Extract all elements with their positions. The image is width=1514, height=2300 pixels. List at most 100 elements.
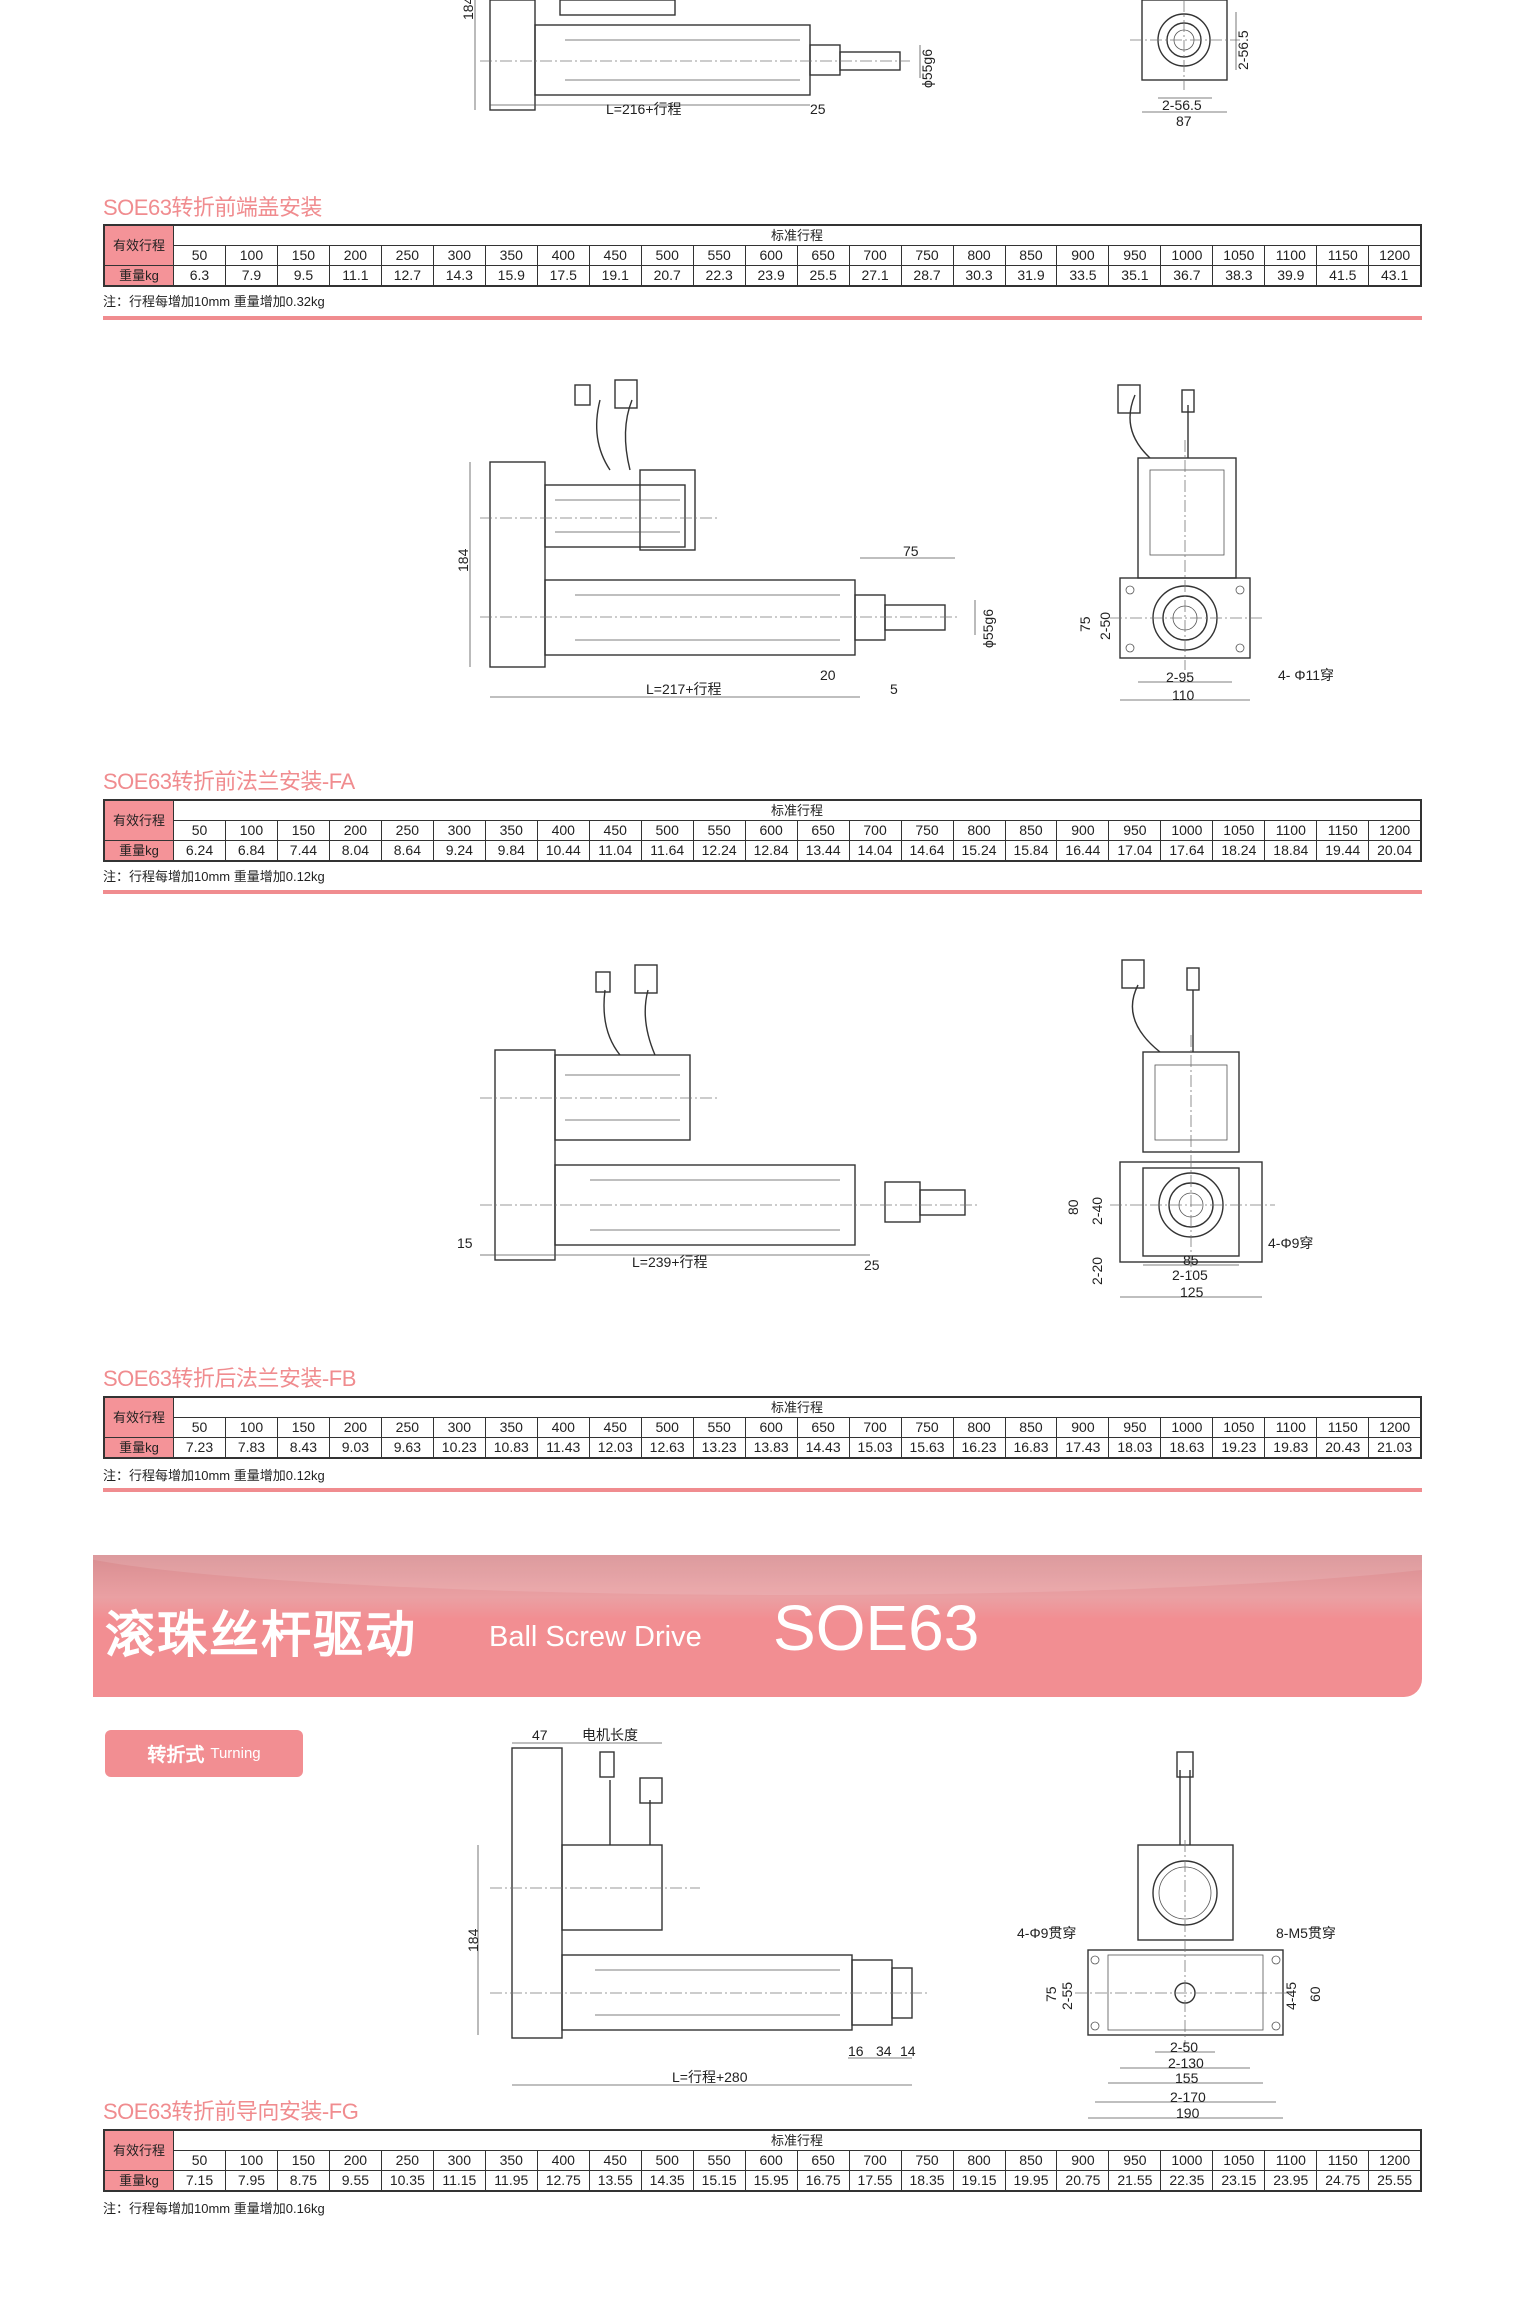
drawing-fa-side-view: 184 75 ϕ55g6 L=217+行程 20 5 [455,379,996,698]
weight-cell: 33.5 [1056,265,1110,287]
table-note: 注：行程每增加10mm 重量增加0.16kg [103,2201,325,2216]
stroke-cell: 950 [1108,245,1162,266]
stroke-cell: 750 [900,245,954,266]
weight-cell: 23.15 [1212,2170,1266,2192]
weight-cell: 16.23 [952,1437,1006,1459]
banner-title-cn: 滚珠丝杆驱动 [105,1607,417,1663]
stroke-cell: 600 [744,1417,798,1438]
dim-label: ϕ55g6 [919,49,935,88]
weight-cell: 20.75 [1056,2170,1110,2192]
stroke-cell: 300 [432,245,486,266]
divider [103,890,1422,894]
weight-cell: 19.15 [952,2170,1006,2192]
dim-label: ϕ55g6 [980,609,996,648]
dim-label: L=216+行程 [606,101,682,117]
stroke-cell: 700 [848,245,902,266]
header-standard-stroke: 标准行程 [173,799,1422,821]
stroke-cell: 750 [900,2150,954,2171]
dim-label: 80 [1065,1199,1081,1215]
stroke-cell: 200 [328,820,382,841]
weight-cell: 17.04 [1108,840,1162,862]
stroke-cell: 1000 [1160,820,1214,841]
stroke-cell: 50 [173,245,226,266]
stroke-cell: 900 [1056,2150,1110,2171]
dim-label: 25 [810,101,826,117]
weight-cell: 15.9 [484,265,538,287]
weight-cell: 23.9 [744,265,798,287]
dim-label: 2-56.5 [1162,97,1202,113]
divider [103,1488,1422,1492]
weight-cell: 10.83 [484,1437,538,1459]
stroke-cell: 350 [484,1417,538,1438]
dim-label: L=行程+280 [672,2069,748,2085]
stroke-cell: 250 [380,245,434,266]
weight-cell: 19.23 [1212,1437,1266,1459]
dim-label: 2-50 [1170,2039,1198,2055]
stroke-cell: 750 [900,1417,954,1438]
dim-label: 4-Φ9穿 [1268,1235,1313,1251]
stroke-cell: 1150 [1316,2150,1370,2171]
stroke-cell: 500 [640,1417,694,1438]
drawing-fb-side-view: 15 L=239+行程 25 [457,964,980,1273]
weight-cell: 35.1 [1108,265,1162,287]
stroke-cell: 650 [796,245,850,266]
stroke-cell: 1200 [1368,820,1422,841]
stroke-cell: 1050 [1212,245,1266,266]
weight-cell: 21.55 [1108,2170,1162,2192]
stroke-cell: 1050 [1212,820,1266,841]
stroke-cell: 150 [276,2150,330,2171]
weight-cell: 13.83 [744,1437,798,1459]
stroke-cell: 900 [1056,245,1110,266]
dim-label: 8-M5贯穿 [1276,1925,1336,1941]
stroke-cell: 200 [328,245,382,266]
dim-label: 125 [1180,1284,1204,1300]
stroke-cell: 1150 [1316,245,1370,266]
stroke-cell: 950 [1108,2150,1162,2171]
stroke-cell: 400 [536,245,590,266]
weight-cell: 11.1 [328,265,382,287]
header-standard-stroke: 标准行程 [173,224,1422,246]
dim-label: 75 [1077,616,1093,632]
weight-cell: 19.1 [588,265,642,287]
section-banner: 滚珠丝杆驱动 Ball Screw Drive SOE63 [93,1555,1422,1697]
dim-label: 25 [864,1257,880,1273]
weight-cell: 9.5 [276,265,330,287]
stroke-cell: 950 [1108,820,1162,841]
weight-cell: 14.3 [432,265,486,287]
header-standard-stroke: 标准行程 [173,2129,1422,2151]
row-label-weight: 重量kg [103,1437,174,1459]
weight-cell: 15.15 [692,2170,746,2192]
weight-cell: 16.75 [796,2170,850,2192]
dim-label: 47 [532,1727,548,1743]
stroke-cell: 1000 [1160,1417,1214,1438]
weight-cell: 25.5 [796,265,850,287]
row-label-stroke: 有效行程 [103,799,174,841]
weight-cell: 9.63 [380,1437,434,1459]
weight-cell: 7.15 [173,2170,226,2192]
stroke-cell: 1200 [1368,1417,1422,1438]
weight-cell: 15.95 [744,2170,798,2192]
turning-type-button[interactable]: 转折式 Turning [105,1730,303,1777]
banner-model: SOE63 [773,1592,980,1664]
stroke-cell: 350 [484,2150,538,2171]
dim-label: L=217+行程 [646,681,722,697]
stroke-cell: 550 [692,1417,746,1438]
stroke-cell: 100 [224,245,278,266]
dim-label: 2-56.5 [1235,30,1251,70]
weight-cell: 14.35 [640,2170,694,2192]
stroke-cell: 50 [173,2150,226,2171]
weight-cell: 36.7 [1160,265,1214,287]
weight-cell: 10.35 [380,2170,434,2192]
stroke-cell: 200 [328,2150,382,2171]
weight-cell: 22.35 [1160,2170,1214,2192]
weight-cell: 13.44 [796,840,850,862]
drawing-fg-side-view: 47 电机长度 184 16 34 14 L=行程+280 [465,1727,930,2086]
stroke-cell: 150 [276,820,330,841]
row-label-stroke: 有效行程 [103,2129,174,2171]
stroke-cell: 250 [380,2150,434,2171]
stroke-cell: 250 [380,820,434,841]
dim-label: 85 [1183,1252,1199,1268]
weight-cell: 13.23 [692,1437,746,1459]
banner-wave-decoration [93,1555,1422,1595]
